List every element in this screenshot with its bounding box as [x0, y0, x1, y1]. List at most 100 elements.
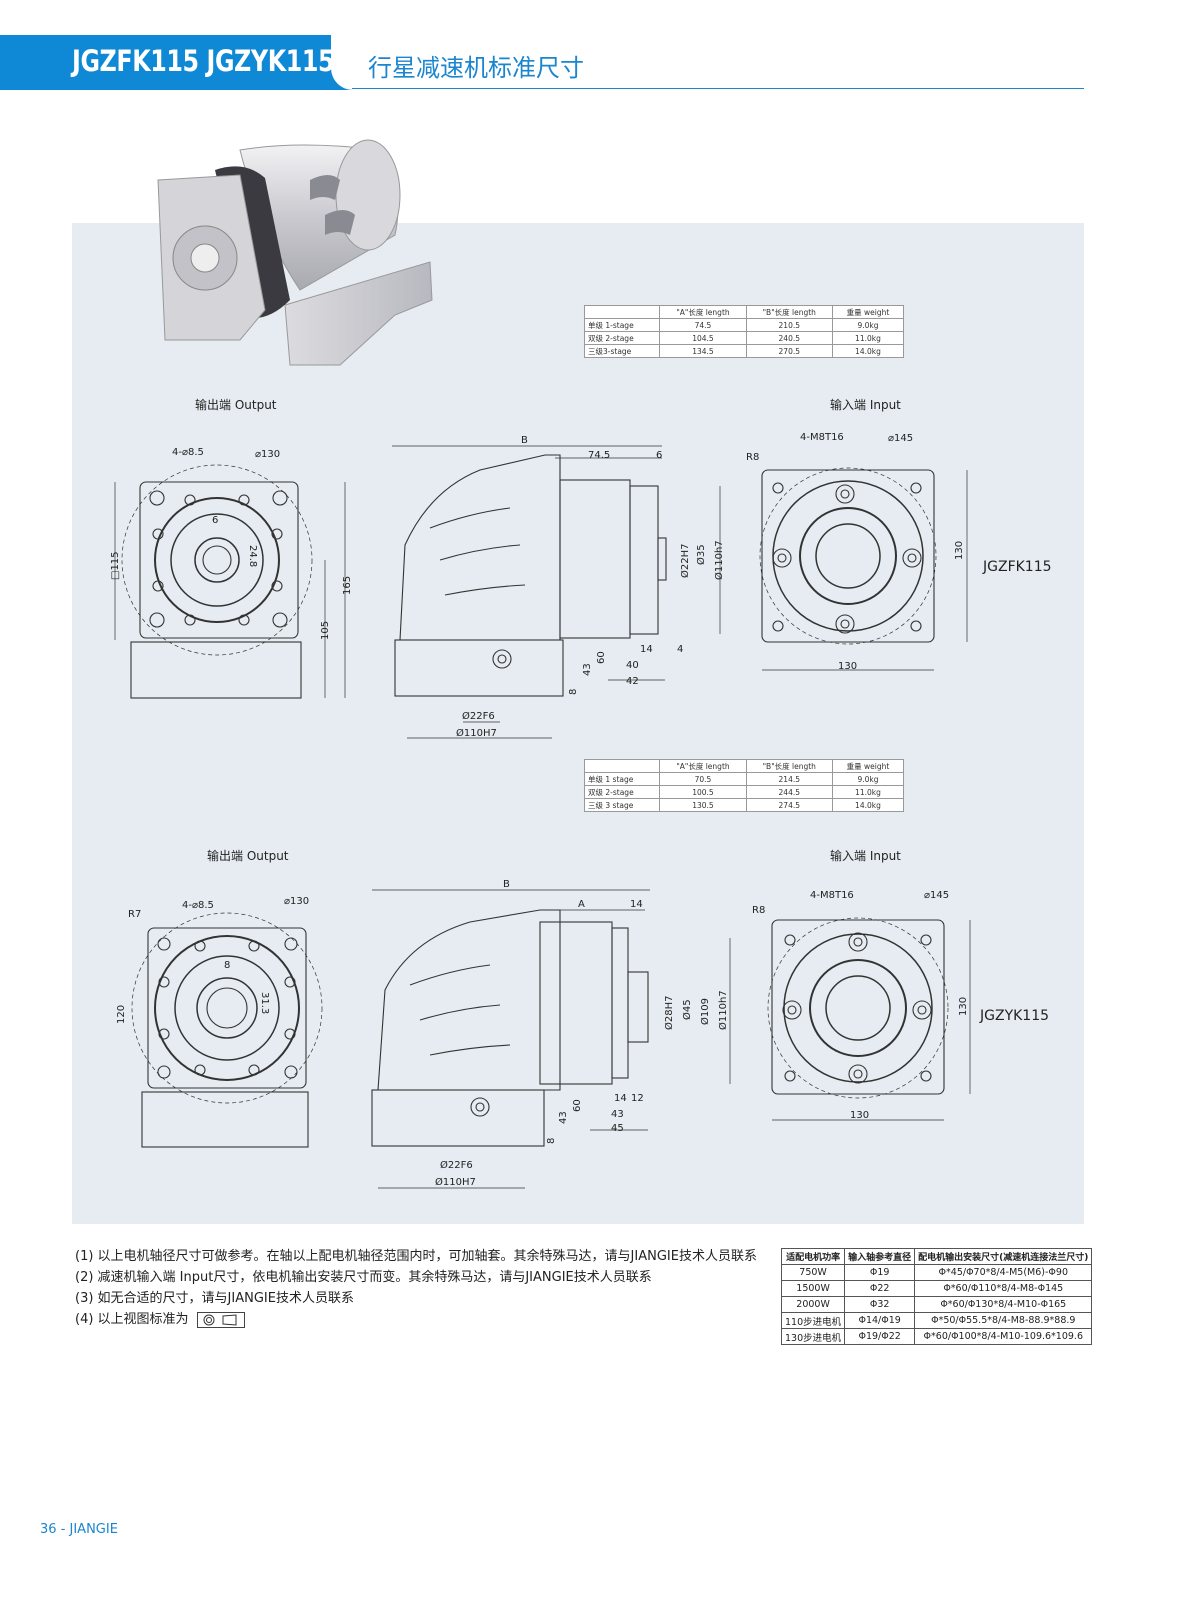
spec-table-yk: "A"长度 length "B"长度 length 重量 weight 单级 1…	[583, 759, 905, 812]
motor-cell: Φ*60/Φ130*8/4-M10-Φ165	[914, 1296, 1093, 1313]
yk-model-label: JGZYK115	[980, 1008, 1050, 1024]
fk-m8-label: 4-M8T16	[800, 432, 844, 443]
yk-keyh-label: 31.3	[259, 992, 270, 1014]
spec-cell: 11.0kg	[831, 331, 905, 345]
spec-header: "B"长度 length	[745, 759, 833, 773]
spec-cell: 240.5	[745, 331, 833, 345]
footer-separator: -	[60, 1522, 70, 1537]
page-number: 36	[40, 1522, 57, 1537]
spec-header: 重量 weight	[831, 305, 905, 319]
motor-cell: Φ*60/Φ110*8/4-M8-Φ145	[914, 1280, 1093, 1297]
spec-cell: 三级3-stage	[583, 344, 661, 358]
motor-cell: Φ19	[844, 1264, 916, 1281]
motor-table: 适配电机功率 输入轴参考直径 配电机输出安装尺寸(减速机连接法兰尺寸) 750W…	[780, 1248, 1093, 1345]
spec-cell: 214.5	[745, 772, 833, 786]
table-row: 三级3-stage 134.5 270.5 14.0kg	[583, 344, 905, 358]
fk-input-label: 输入端 Input	[830, 398, 901, 412]
motor-cell: Φ22	[844, 1280, 916, 1297]
spec-cell: 9.0kg	[831, 318, 905, 332]
yk-d60-label: 60	[572, 1099, 583, 1112]
yk-d43-label: 43	[611, 1109, 624, 1120]
spec-cell: 270.5	[745, 344, 833, 358]
brand-name: JIANGIE	[69, 1522, 118, 1537]
motor-cell: 130步进电机	[780, 1328, 846, 1345]
spec-header	[583, 759, 661, 773]
page-footer: 36 - JIANGIE	[40, 1522, 118, 1537]
table-row: 双级 2-stage 104.5 240.5 11.0kg	[583, 331, 905, 345]
yk-d8-label: 8	[546, 1138, 557, 1144]
yk-d45-label: Ø45	[681, 999, 693, 1020]
spec-cell: 三级 3 stage	[583, 798, 661, 812]
yk-w130-label: 130	[850, 1110, 869, 1121]
fk-d110H7-label: Ø110H7	[456, 727, 497, 739]
spec-header: "A"长度 length	[659, 759, 747, 773]
fk-d22f6-label: Ø22F6	[462, 710, 495, 722]
yk-h130-label: 130	[958, 997, 969, 1016]
yk-r8-label: R8	[752, 905, 765, 916]
table-row: 1500W Φ22 Φ*60/Φ110*8/4-M8-Φ145	[780, 1280, 1093, 1297]
spec-cell: 70.5	[659, 772, 747, 786]
fk-r8-label: R8	[746, 452, 759, 463]
header-divider	[352, 88, 1084, 89]
fk-d40-label: 40	[626, 660, 639, 671]
spec-cell: 单级 1-stage	[583, 318, 661, 332]
model-title: JGZFK115 JGZYK115	[72, 44, 335, 78]
fk-square-label: □115	[110, 551, 121, 580]
fk-input-view	[759, 467, 968, 671]
yk-keyw-label: 8	[224, 960, 230, 971]
motor-header: 配电机输出安装尺寸(减速机连接法兰尺寸)	[914, 1248, 1093, 1265]
spec-cell: 双级 2-stage	[583, 785, 661, 799]
note-1: (1) 以上电机轴径尺寸可做参考。在轴以上配电机轴径范围内时，可加轴套。其余特殊…	[75, 1249, 757, 1264]
fk-d110h7-label: Ø110h7	[713, 540, 725, 580]
table-row: 130步进电机 Φ19/Φ22 Φ*60/Φ100*8/4-M10-109.6*…	[780, 1328, 1093, 1345]
table-row: 三级 3 stage 130.5 274.5 14.0kg	[583, 798, 905, 812]
fk-h105-label: 105	[320, 621, 331, 640]
table-row: 110步进电机 Φ14/Φ19 Φ*50/Φ55.5*8/4-M8-88.9*8…	[780, 1312, 1093, 1329]
product-render	[157, 139, 433, 366]
fk-output-view	[114, 464, 346, 699]
fk-h165-label: 165	[342, 576, 353, 595]
spec-cell: 单级 1 stage	[583, 772, 661, 786]
yk-output-label: 输出端 Output	[207, 849, 289, 863]
spec-cell: 274.5	[745, 798, 833, 812]
spec-cell: 14.0kg	[831, 344, 905, 358]
fk-keyh-label: 24.8	[247, 545, 258, 567]
spec-cell: 104.5	[659, 331, 747, 345]
page-subtitle: 行星减速机标准尺寸	[368, 54, 584, 82]
yk-d14b-label: 14	[614, 1093, 627, 1104]
motor-cell: Φ*45/Φ70*8/4-M5(M6)-Φ90	[914, 1264, 1093, 1281]
fk-pcd-label: ⌀130	[255, 449, 280, 460]
motor-cell: 1500W	[780, 1280, 846, 1297]
fk-keyw-label: 6	[212, 515, 218, 526]
spec-cell: 134.5	[659, 344, 747, 358]
yk-side-view	[371, 889, 731, 1189]
fk-output-label: 输出端 Output	[195, 398, 277, 412]
motor-cell: Φ19/Φ22	[844, 1328, 916, 1345]
fk-d42-label: 42	[626, 676, 639, 687]
motor-header: 适配电机功率	[780, 1248, 846, 1265]
spec-cell: 74.5	[659, 318, 747, 332]
notes: (1) 以上电机轴径尺寸可做参考。在轴以上配电机轴径范围内时，可加轴套。其余特殊…	[75, 1246, 757, 1330]
yk-m8-label: 4-M8T16	[810, 890, 854, 901]
fk-model-label: JGZFK115	[983, 559, 1052, 575]
spec-cell: 9.0kg	[831, 772, 905, 786]
spec-header: "B"长度 length	[745, 305, 833, 319]
motor-cell: Φ*60/Φ100*8/4-M10-109.6*109.6	[914, 1328, 1093, 1345]
motor-cell: 2000W	[780, 1296, 846, 1313]
yk-d22f6-label: Ø22F6	[440, 1159, 473, 1171]
spec-table-fk: "A"长度 length "B"长度 length 重量 weight 单级 1…	[583, 305, 905, 358]
yk-d14-label: 14	[630, 899, 643, 910]
fk-side-view	[392, 445, 721, 739]
fk-w130-label: 130	[838, 661, 857, 672]
fk-d8-label: 8	[568, 689, 579, 695]
spec-cell: 11.0kg	[831, 785, 905, 799]
fk-d43-label: 43	[582, 663, 593, 676]
fk-d22h7-label: Ø22H7	[679, 544, 691, 578]
spec-cell: 14.0kg	[831, 798, 905, 812]
yk-d43b-label: 43	[558, 1111, 569, 1124]
table-row: 单级 1-stage 74.5 210.5 9.0kg	[583, 318, 905, 332]
note-4: (4) 以上视图标准为	[75, 1309, 757, 1330]
yk-dimension-labels: R7 4-⌀8.5 ⌀130 8 31.3 120 B A 14 Ø28H7 Ø…	[116, 879, 969, 1188]
yk-r7-label: R7	[128, 909, 141, 920]
yk-d109-label: Ø109	[699, 998, 711, 1025]
